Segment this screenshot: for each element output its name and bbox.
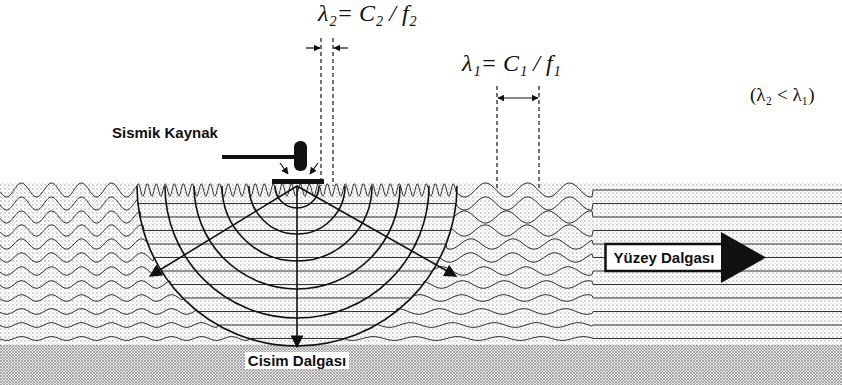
wavelength-formula: λ₁= C₁ / f₁ bbox=[462, 50, 561, 77]
wavelength-arrow bbox=[306, 47, 320, 48]
layer-wave-line bbox=[0, 197, 842, 210]
bedrock-layer bbox=[0, 345, 842, 385]
wavelength-formula-text: λ₂= C₂ / f₂ bbox=[318, 0, 417, 26]
wave-lines bbox=[0, 183, 842, 340]
body-wave-label: Cisim Dalgası bbox=[245, 352, 349, 369]
wavelength-comparison-text: (λ₂ < λ₁) bbox=[750, 84, 815, 105]
wavelength-guide bbox=[496, 86, 497, 190]
layer-wave-line bbox=[0, 337, 842, 341]
arrow-body bbox=[606, 244, 723, 271]
wavelength-comparison: (λ₂ < λ₁) bbox=[750, 84, 815, 106]
impact-arrow bbox=[280, 163, 288, 174]
layer-wave-line bbox=[0, 323, 842, 328]
surface-wave-label: Yüzey Dalgası bbox=[614, 249, 715, 266]
source-plate bbox=[272, 179, 324, 184]
layer-wave-line bbox=[0, 211, 842, 223]
wavelength-guide bbox=[320, 38, 321, 186]
hammer-head bbox=[294, 141, 307, 171]
body-wave-label-text: Cisim Dalgası bbox=[245, 352, 349, 369]
impact-arrow bbox=[310, 163, 318, 174]
wavelength-formula: λ₂= C₂ / f₂ bbox=[318, 0, 417, 27]
layer-wave-line bbox=[0, 183, 842, 197]
body-wave-ray bbox=[296, 186, 298, 347]
body-wave-ray bbox=[150, 186, 297, 276]
wavelength-arrow bbox=[498, 97, 538, 98]
body-wave-ray bbox=[297, 186, 456, 276]
layer-wave-line bbox=[0, 295, 842, 302]
source-label: Sismik Kaynak bbox=[112, 124, 218, 141]
soil-layer bbox=[0, 182, 842, 345]
wavelength-guide bbox=[332, 38, 333, 186]
hammer-handle bbox=[222, 155, 298, 159]
arrow-head bbox=[721, 232, 766, 283]
layer-wave-line bbox=[0, 309, 842, 315]
wavelength-arrow bbox=[334, 47, 348, 48]
wavefront-arc bbox=[137, 186, 457, 346]
source-label-text: Sismik Kaynak bbox=[112, 124, 218, 141]
wavefronts bbox=[137, 186, 457, 346]
wavelength-guide bbox=[538, 86, 539, 190]
wavelength-formula-text: λ₁= C₁ / f₁ bbox=[462, 50, 561, 76]
surface-wave-arrow: Yüzey Dalgası bbox=[604, 232, 767, 283]
